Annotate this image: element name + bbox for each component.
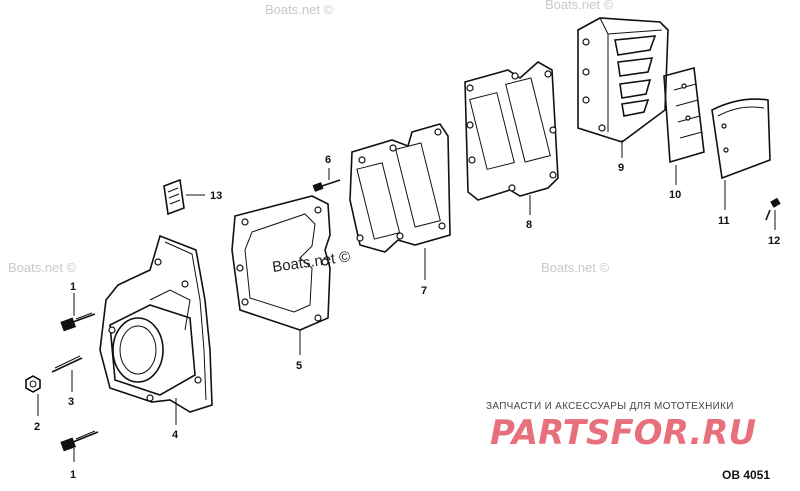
part-13-tag bbox=[163, 178, 185, 216]
callout-2: 2 bbox=[34, 421, 40, 433]
watermark-left: Boats.net © bbox=[8, 260, 77, 275]
callout-1-bottom: 1 bbox=[70, 469, 76, 481]
watermark-right: Boats.net © bbox=[541, 260, 610, 275]
callout-11: 11 bbox=[718, 215, 730, 227]
callout-1-top: 1 bbox=[70, 281, 76, 293]
callout-8: 8 bbox=[526, 219, 532, 231]
watermark-top: Boats.net © bbox=[265, 2, 334, 17]
brand-tagline: ЗАПЧАСТИ И АКСЕССУАРЫ ДЛЯ МОТОТЕХНИКИ bbox=[486, 401, 734, 412]
callout-9: 9 bbox=[618, 162, 624, 174]
callout-12: 12 bbox=[768, 235, 780, 247]
part-10-reed bbox=[663, 66, 705, 164]
part-11-reed-stop bbox=[711, 98, 771, 180]
part-2-nut bbox=[25, 375, 41, 393]
part-4-reed-housing bbox=[99, 234, 213, 413]
part-3-stud bbox=[51, 355, 83, 373]
callout-4: 4 bbox=[172, 429, 179, 441]
part-1-bolt-top bbox=[60, 312, 96, 332]
diagram-code: OB 4051 bbox=[722, 468, 770, 482]
part-6-screw bbox=[312, 179, 341, 192]
leader-lines bbox=[37, 140, 776, 462]
watermark-top-right: Boats.net © bbox=[545, 0, 614, 12]
callout-3: 3 bbox=[68, 396, 74, 408]
part-8-gasket bbox=[464, 61, 559, 201]
callout-5: 5 bbox=[296, 360, 302, 372]
brand-logo: PARTSFOR.RU bbox=[490, 413, 756, 453]
part-7-reed-plate bbox=[349, 123, 451, 253]
callout-6: 6 bbox=[325, 154, 331, 166]
callout-7: 7 bbox=[421, 285, 427, 297]
callout-10: 10 bbox=[669, 189, 681, 201]
part-12-screw bbox=[765, 197, 781, 221]
part-5-gasket bbox=[231, 195, 331, 331]
part-1-bolt-bottom bbox=[60, 430, 99, 452]
callout-13: 13 bbox=[210, 190, 222, 202]
part-9-reed-cage bbox=[577, 17, 669, 143]
